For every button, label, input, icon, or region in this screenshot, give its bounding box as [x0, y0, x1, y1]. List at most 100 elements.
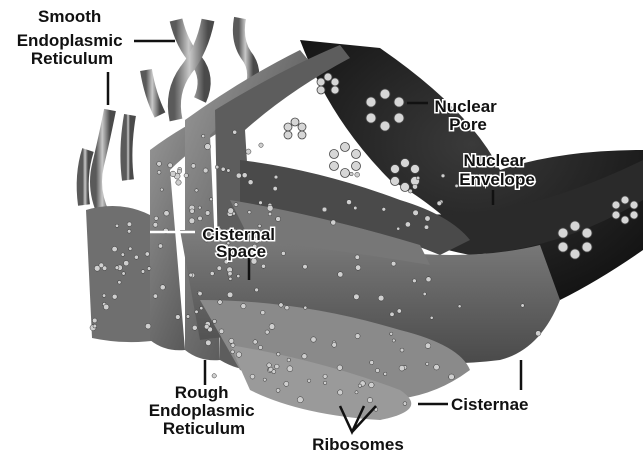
- ribosome-dot: [218, 300, 223, 305]
- ribosome-dot: [267, 205, 273, 211]
- ribosome-dot: [423, 292, 426, 295]
- ribosome-dot: [408, 189, 412, 193]
- ribosome-dot: [274, 175, 278, 179]
- ribosome-dot: [192, 325, 197, 330]
- label-smooth-er: Smooth Endoplasmic Reticulum: [17, 7, 128, 68]
- ribosome-dot: [382, 207, 386, 211]
- ribosome-dot: [267, 363, 272, 368]
- ribosome-dot: [303, 264, 308, 269]
- ribosome-dot: [154, 216, 158, 220]
- label-nuclear-envelope: Nuclear Envelope: [459, 151, 535, 189]
- ribosome-dot: [434, 364, 440, 370]
- ribosome-dot: [164, 211, 169, 216]
- ribosome-dot: [145, 323, 151, 329]
- ribosome-dot: [157, 161, 162, 166]
- ribosome-dot: [397, 227, 400, 230]
- ribosome-dot: [302, 354, 307, 359]
- ribosome-dot: [93, 324, 97, 328]
- ribosome-dot: [189, 218, 195, 224]
- ribosome-dot: [219, 329, 224, 334]
- ribosome-dot: [103, 304, 109, 310]
- ribosome-dot: [186, 315, 190, 319]
- ribosome-dot: [99, 263, 104, 268]
- ribosome-dot: [397, 309, 401, 313]
- ribosome-dot: [234, 203, 238, 207]
- ribosome-dot: [129, 247, 133, 251]
- ribosome-dot: [378, 295, 384, 301]
- ribosome-dot: [121, 253, 125, 257]
- ribosome-dot: [384, 372, 387, 375]
- ribosome-dot: [287, 358, 291, 362]
- ribosome-dot: [175, 315, 180, 320]
- ribosome-dot: [202, 134, 205, 137]
- ribosome-dot: [277, 352, 281, 356]
- ribosome-dot: [413, 184, 418, 189]
- ribosome-dot: [412, 279, 416, 283]
- ribosome-dot: [358, 384, 361, 387]
- ribosome-dot: [127, 229, 131, 233]
- ribosome-dot: [269, 324, 275, 330]
- ribosome-dot: [248, 180, 253, 185]
- ribosome-dot: [297, 397, 303, 403]
- ribosome-dot: [233, 130, 237, 134]
- ribosome-dot: [413, 210, 419, 216]
- ribosome-dot: [122, 272, 126, 276]
- ribosome-dot: [284, 381, 289, 386]
- ribosome-dot: [331, 220, 336, 225]
- ribosome-dot: [241, 304, 246, 309]
- ribosome-dot: [275, 364, 280, 369]
- ribosome-dot: [160, 285, 165, 290]
- ribosome-dot: [229, 338, 234, 343]
- ribosome-dot: [261, 310, 265, 314]
- ribosome-dot: [521, 304, 525, 308]
- ribosome-dot: [391, 261, 396, 266]
- ribosome-dot: [354, 206, 358, 210]
- ribosome-dot: [228, 208, 234, 214]
- ribosome-dot: [273, 186, 277, 190]
- ribosome-dot: [281, 251, 285, 255]
- ribosome-dot: [210, 198, 213, 201]
- ribosome-dot: [370, 360, 374, 364]
- ribosome-dot: [124, 261, 129, 266]
- ribosome-dot: [170, 171, 176, 177]
- ribosome-dot: [261, 264, 265, 268]
- ribosome-dot: [392, 339, 395, 342]
- ribosome-dot: [347, 200, 352, 205]
- ribosome-dot: [354, 294, 360, 300]
- ribosome-dot: [158, 244, 162, 248]
- ribosome-dot: [259, 143, 263, 147]
- ribosome-dot: [204, 324, 209, 329]
- label-ribosomes: Ribosomes: [312, 435, 404, 453]
- ribosome-dot: [198, 291, 202, 295]
- ribosome-dot: [355, 334, 360, 339]
- ribosome-dot: [217, 266, 222, 271]
- ribosome-dot: [311, 337, 316, 342]
- ribosome-dot: [458, 305, 461, 308]
- ribosome-dot: [390, 332, 393, 335]
- ribosome-dot: [425, 343, 431, 349]
- ribosome-dot: [237, 274, 240, 277]
- ribosome-dot: [118, 281, 122, 285]
- ribosome-dot: [307, 379, 310, 382]
- ribosome-dot: [455, 184, 458, 187]
- ribosome-dot: [259, 201, 263, 205]
- ribosome-dot: [231, 350, 235, 354]
- ribosome-dot: [141, 270, 145, 274]
- ribosome-dot: [236, 173, 241, 178]
- ribosome-dot: [399, 365, 405, 371]
- ribosome-dot: [263, 378, 266, 381]
- ribosome-dot: [205, 144, 211, 150]
- ribosome-dot: [195, 189, 198, 192]
- ribosome-dot: [227, 292, 233, 298]
- ribosome-dot: [425, 216, 430, 221]
- ribosome-dot: [242, 173, 247, 178]
- ribosome-dot: [285, 306, 289, 310]
- ribosome-dot: [190, 209, 195, 214]
- ribosome-dot: [198, 206, 201, 209]
- ribosome-dot: [437, 201, 442, 206]
- ribosome-dot: [145, 252, 149, 256]
- ribosome-dot: [168, 163, 173, 168]
- ribosome-dot: [323, 374, 327, 378]
- ribosome-dot: [350, 172, 354, 176]
- label-cisternae: Cisternae: [451, 395, 528, 414]
